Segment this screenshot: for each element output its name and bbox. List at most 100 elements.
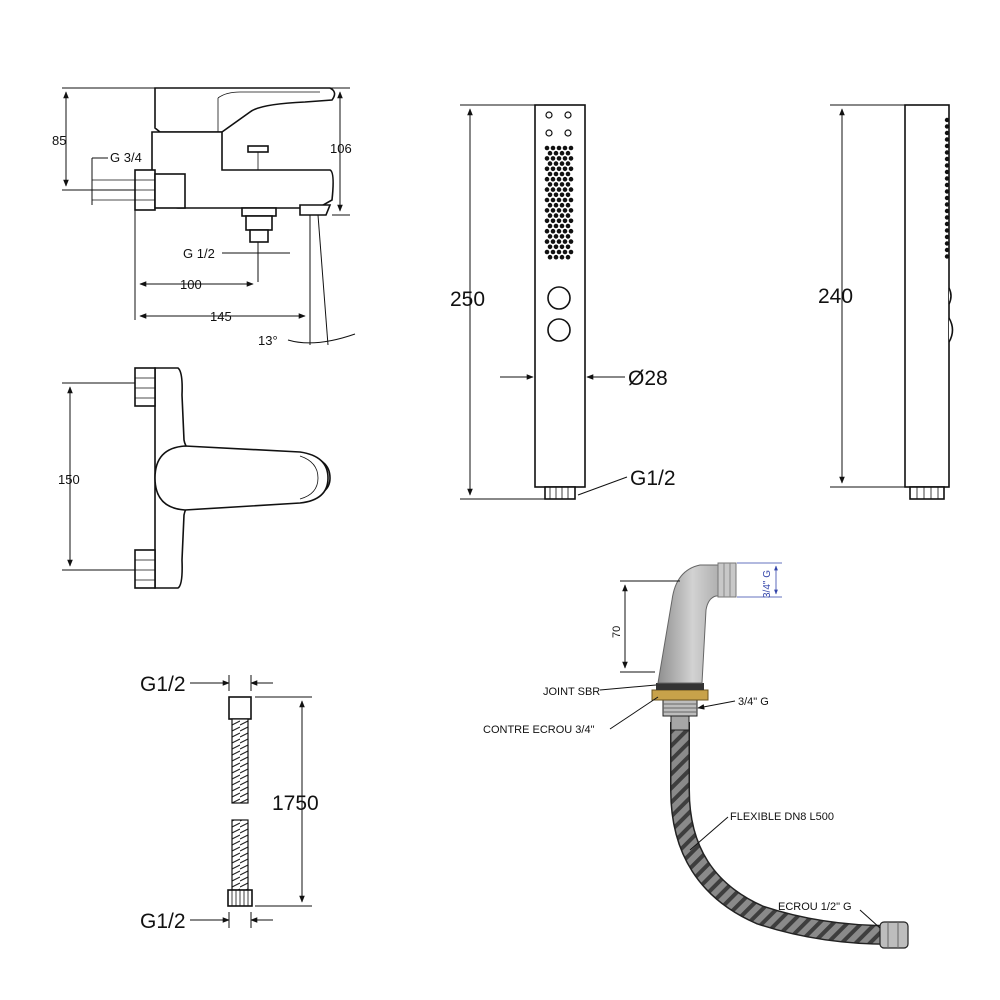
nozzle-dot — [556, 208, 562, 213]
nozzle-dot — [553, 150, 559, 156]
nozzle-dot — [550, 218, 556, 224]
nozzle-dot — [544, 166, 550, 172]
nozzle-dot — [544, 218, 550, 224]
handshower-thread: G1/2 — [630, 467, 676, 490]
handshower-front-view: 250 Ø28 G1/2 — [450, 104, 676, 500]
mixer-dim-106: 106 — [330, 141, 352, 156]
side-nozzle-dot — [944, 202, 950, 207]
side-nozzle-dot — [944, 176, 950, 181]
side-nozzle-dot — [944, 234, 950, 240]
side-nozzle-dot — [944, 221, 950, 227]
nozzle-dot — [556, 166, 562, 172]
nozzle-dot — [547, 254, 553, 260]
mixer-dim-100: 100 — [180, 277, 202, 292]
nozzle-dot — [568, 166, 574, 172]
nozzle-dot — [550, 197, 556, 203]
diverter-joint: JOINT SBR — [543, 686, 600, 698]
nozzle-dot — [559, 254, 565, 260]
side-nozzle-dot — [944, 215, 950, 220]
nozzle-dot — [556, 156, 562, 161]
nozzle-dot — [553, 234, 559, 239]
nozzle-dot — [544, 156, 550, 161]
nozzle-dot — [568, 218, 574, 224]
nozzle-dot — [556, 197, 562, 203]
nozzle-dot — [556, 239, 562, 244]
diverter-flexible: FLEXIBLE DN8 L500 — [730, 811, 834, 823]
nozzle-dot — [556, 176, 562, 182]
handshower-length-250: 250 — [450, 288, 485, 311]
mixer-thread-inlet: G 3/4 — [110, 150, 142, 165]
nozzle-dot — [544, 176, 550, 182]
nozzle-dot — [556, 228, 562, 234]
nozzle-dot — [559, 244, 565, 250]
nozzle-dot — [553, 182, 559, 187]
side-nozzle-dot — [944, 195, 950, 201]
nozzle-dot — [547, 192, 553, 198]
nozzle-dot — [544, 239, 550, 244]
nozzle-dot — [565, 182, 571, 187]
side-nozzle-dot — [944, 143, 950, 149]
nozzle-dot — [556, 218, 562, 224]
nozzle-dot — [565, 171, 571, 177]
nozzle-dot — [559, 234, 565, 239]
nozzle-dot — [553, 192, 559, 198]
diverter-assembly: 70 3/4" G JOINT SBR 3/4" G CONTRE ECROU … — [483, 562, 909, 949]
nozzle-dot — [556, 187, 562, 192]
side-nozzle-dot — [944, 137, 950, 142]
nozzle-dot — [565, 254, 571, 260]
nozzle-dot — [568, 145, 574, 151]
nozzle-dot — [568, 249, 574, 255]
side-nozzle-dot — [944, 241, 950, 246]
nozzle-dot — [550, 228, 556, 234]
nozzle-dot — [565, 192, 571, 198]
nozzle-dot — [550, 166, 556, 172]
nozzle-dot — [562, 197, 568, 203]
diverter-nut: CONTRE ECROU 3/4" — [483, 724, 595, 736]
nozzle-dot — [544, 208, 550, 213]
nozzle-dot — [562, 239, 568, 244]
nozzle-dot — [547, 150, 553, 156]
nozzle-dot — [559, 150, 565, 156]
nozzle-dot — [553, 244, 559, 250]
nozzle-dot — [553, 171, 559, 177]
nozzle-dot — [565, 202, 571, 208]
nozzle-dot — [547, 234, 553, 239]
nozzle-dot — [559, 202, 565, 208]
nozzle-dot — [556, 145, 562, 151]
nozzle-dot — [559, 213, 565, 218]
nozzle-dot — [559, 161, 565, 166]
nozzle-dot — [565, 213, 571, 218]
nozzle-dot — [565, 244, 571, 250]
side-nozzle-dot — [944, 208, 950, 214]
nozzle-dot — [550, 187, 556, 192]
side-nozzle-dot — [944, 117, 950, 123]
diverter-height: 70 — [611, 626, 623, 638]
nozzle-dot — [559, 223, 565, 229]
nozzle-dot — [562, 228, 568, 234]
side-nozzle-dot — [944, 130, 950, 136]
nozzle-dot — [562, 145, 568, 151]
nozzle-dot — [547, 171, 553, 177]
nozzle-dot — [544, 228, 550, 234]
nozzle-dot — [547, 182, 553, 187]
nozzle-dot — [562, 176, 568, 182]
mixer-angle: 13° — [258, 333, 278, 348]
nozzle-dot — [562, 187, 568, 192]
nozzle-dot — [562, 208, 568, 213]
nozzle-dot — [553, 213, 559, 218]
nozzle-dot — [553, 202, 559, 208]
side-nozzle-dot — [944, 189, 950, 194]
mixer-thread-outlet: G 1/2 — [183, 246, 215, 261]
side-nozzle-dot — [944, 150, 950, 155]
mixer-dim-85: 85 — [52, 133, 66, 148]
side-nozzle-dot — [944, 228, 950, 233]
nozzle-dot — [550, 156, 556, 161]
nozzle-dot — [568, 156, 574, 161]
mixer-top-view: 150 — [58, 367, 331, 589]
nozzle-dot — [547, 161, 553, 166]
nozzle-dot — [544, 187, 550, 192]
nozzle-dot — [550, 239, 556, 244]
nozzle-dot — [562, 218, 568, 224]
handshower-diameter: Ø28 — [628, 367, 668, 390]
handshower-side-view: 240 — [818, 104, 954, 500]
